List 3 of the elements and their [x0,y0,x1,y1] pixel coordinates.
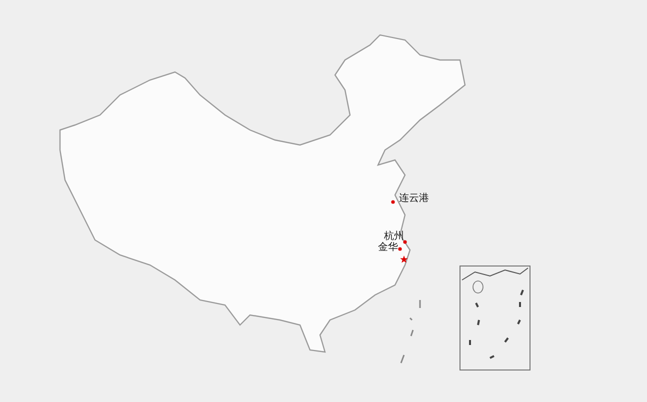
city-label: 金华 [378,242,398,254]
city-label: 杭州 [384,231,404,242]
city-label: 连云港 [399,193,429,205]
